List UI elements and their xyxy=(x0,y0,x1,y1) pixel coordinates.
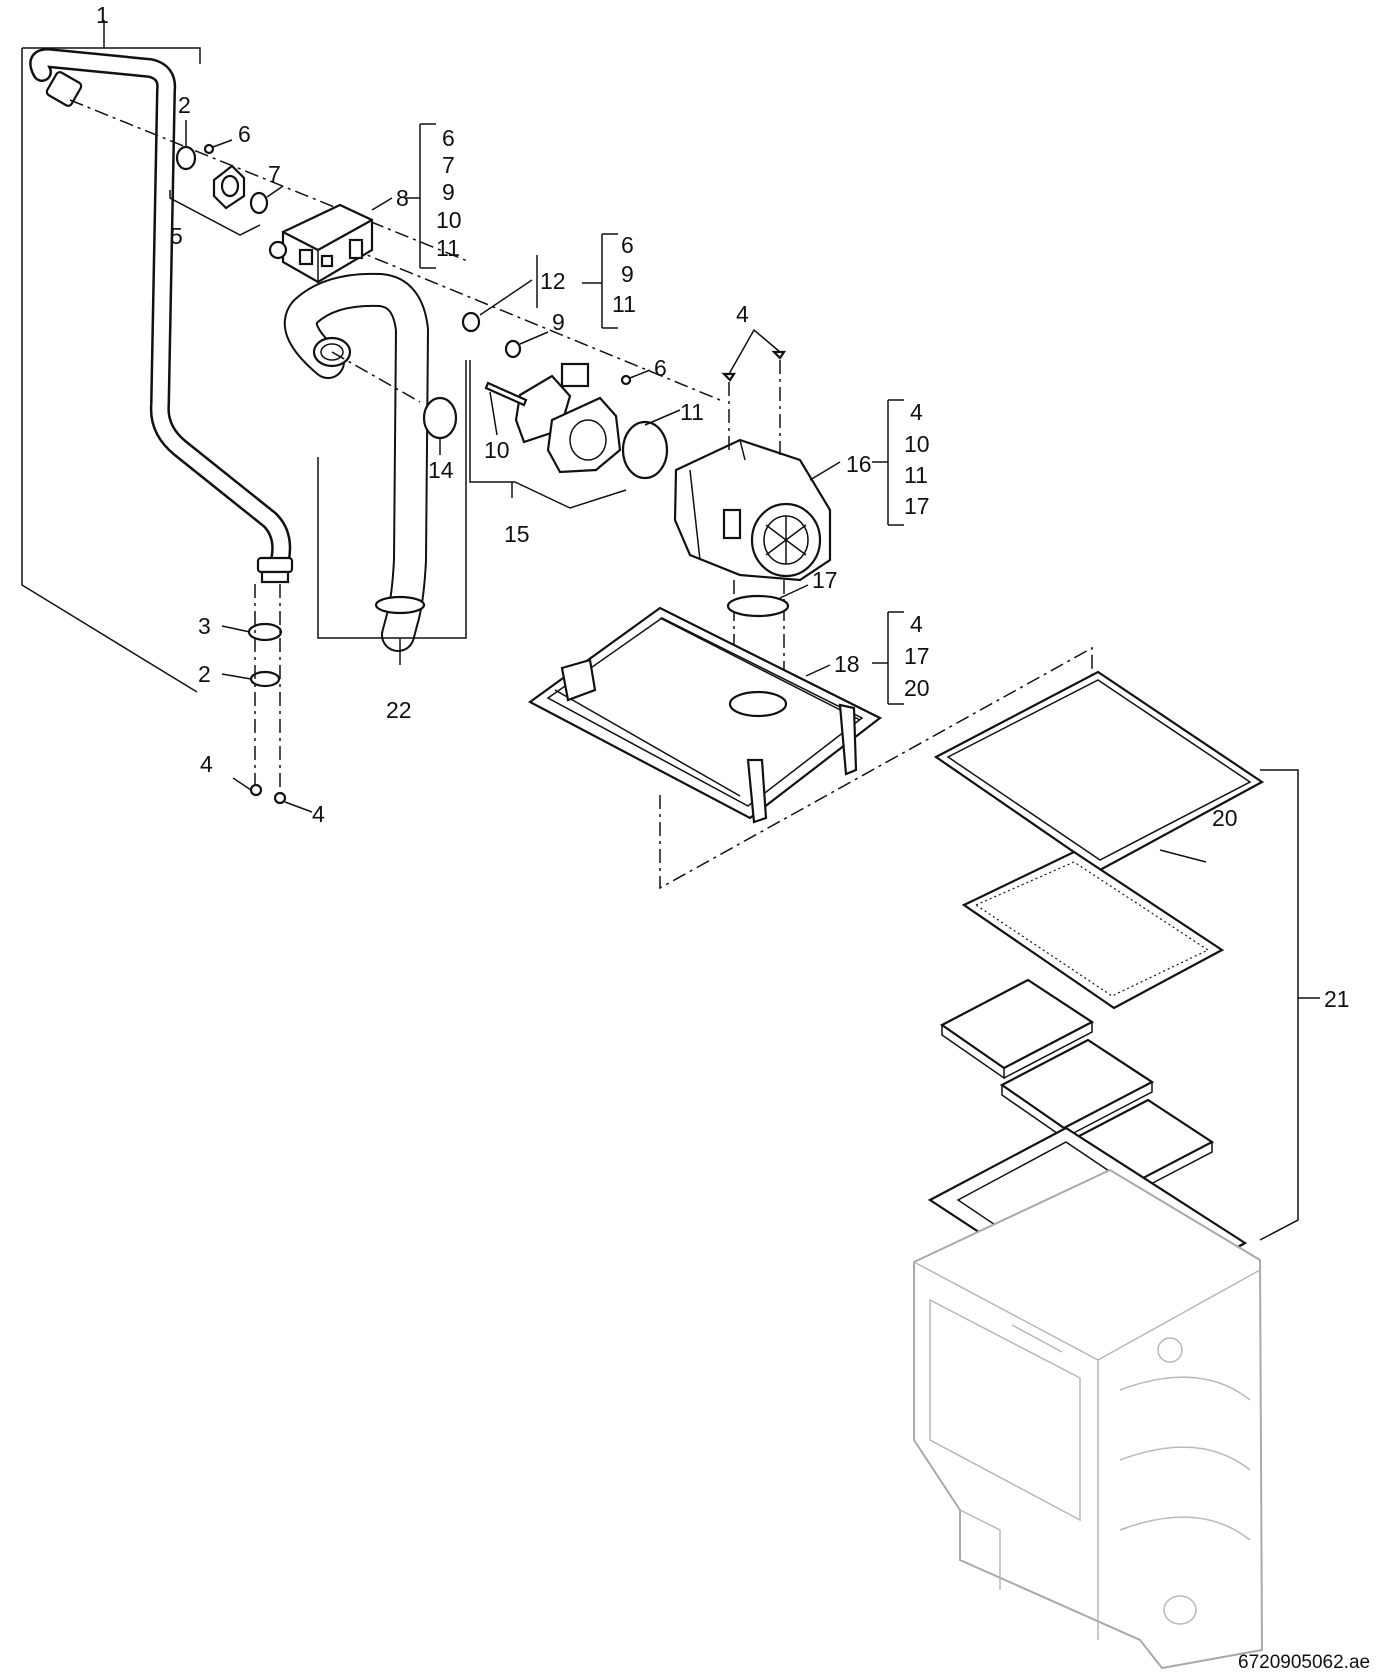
group-16-item-1: 4 xyxy=(910,399,923,425)
callout-6-lower: 6 xyxy=(654,355,667,381)
screw-4-left xyxy=(232,777,263,797)
callout-20: 20 xyxy=(1212,805,1238,831)
venturi-adaptor xyxy=(514,362,622,474)
group-8-item-4: 10 xyxy=(436,207,462,233)
burner-hood xyxy=(527,606,883,824)
mixing-tube xyxy=(283,272,430,652)
callout-2-upper: 2 xyxy=(178,92,191,118)
group-12-item-2: 9 xyxy=(621,261,634,287)
group-16-item-3: 11 xyxy=(904,462,928,488)
group-12-item-1: 6 xyxy=(621,232,634,258)
callout-16: 16 xyxy=(846,451,872,477)
flange xyxy=(212,164,246,210)
callout-4-right: 4 xyxy=(312,801,325,827)
callout-7: 7 xyxy=(268,161,281,187)
screw-10 xyxy=(484,381,528,407)
gasket-20 xyxy=(933,670,1265,872)
callout-2-lower: 2 xyxy=(198,661,211,687)
group-8-item-3: 9 xyxy=(442,179,455,205)
callout-22: 22 xyxy=(386,697,412,723)
gasket-17 xyxy=(726,594,790,618)
group-8-item-1: 6 xyxy=(442,125,455,151)
screw-6-upper xyxy=(203,143,215,155)
callout-1: 1 xyxy=(96,2,109,28)
fan-unit xyxy=(673,438,832,582)
group-16-item-2: 10 xyxy=(904,431,930,457)
gas-pipe xyxy=(29,47,294,584)
group-12-item-3: 11 xyxy=(612,291,636,317)
gas-valve xyxy=(268,203,374,284)
callout-17: 17 xyxy=(812,567,838,593)
screw-4-fan-right xyxy=(771,350,787,360)
callout-5: 5 xyxy=(170,223,183,249)
seal-12 xyxy=(461,311,481,333)
seal-14 xyxy=(422,396,458,440)
screw-6-lower xyxy=(620,374,632,386)
seal-9 xyxy=(504,339,522,359)
screw-4-fan-left xyxy=(721,372,737,382)
callout-21: 21 xyxy=(1324,986,1350,1012)
callout-18: 18 xyxy=(834,651,860,677)
group-18-item-1: 4 xyxy=(910,611,923,637)
group-8-item-2: 7 xyxy=(442,152,455,178)
callout-6-upper: 6 xyxy=(238,121,251,147)
callout-10: 10 xyxy=(484,437,510,463)
callout-15: 15 xyxy=(504,521,530,547)
callout-12: 12 xyxy=(540,268,566,294)
group-8-item-5: 11 xyxy=(436,235,460,261)
group-18-item-2: 17 xyxy=(904,643,930,669)
seal-7 xyxy=(249,191,269,215)
seal-2-upper xyxy=(175,145,197,171)
callout-9: 9 xyxy=(552,309,565,335)
gasket-11 xyxy=(621,420,669,480)
callout-4-left: 4 xyxy=(200,751,213,777)
seal-3 xyxy=(247,622,283,642)
callout-14: 14 xyxy=(428,457,454,483)
drawing-code: 6720905062.ae xyxy=(1238,1652,1370,1673)
callout-3: 3 xyxy=(198,613,211,639)
callout-8: 8 xyxy=(396,185,409,211)
screw-4-right xyxy=(273,791,313,813)
callout-4-fan: 4 xyxy=(736,301,749,327)
group-18-item-3: 20 xyxy=(904,675,930,701)
group-16-item-4: 17 xyxy=(904,493,930,519)
burner-plate xyxy=(961,850,1225,1010)
heat-exchanger xyxy=(913,1168,1264,1670)
callout-11: 11 xyxy=(680,399,704,425)
